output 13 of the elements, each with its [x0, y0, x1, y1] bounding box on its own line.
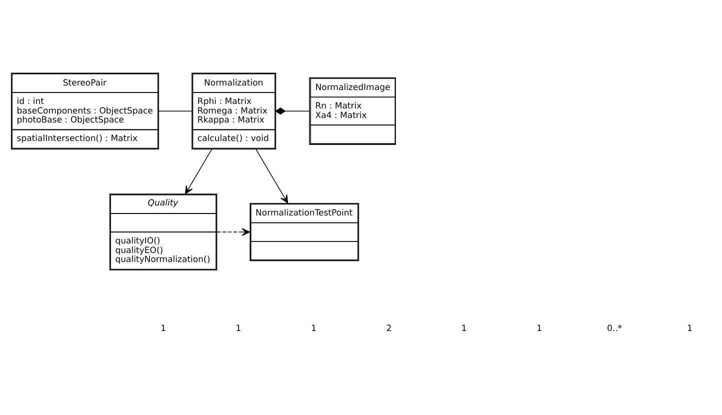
- arrow: [184, 148, 212, 194]
- label: 1: [536, 324, 542, 334]
- label: 1: [687, 324, 692, 334]
- label: 1: [461, 324, 467, 334]
- label: 1: [160, 324, 166, 334]
- arrow: [216, 228, 250, 236]
- label: 1: [236, 324, 242, 334]
- label: 0..*: [606, 324, 622, 334]
- label: 1: [310, 324, 316, 334]
- connector: [158, 110, 192, 111]
- label: 2: [386, 324, 392, 334]
- connector: [275, 107, 310, 114]
- arrow: [256, 148, 288, 203]
